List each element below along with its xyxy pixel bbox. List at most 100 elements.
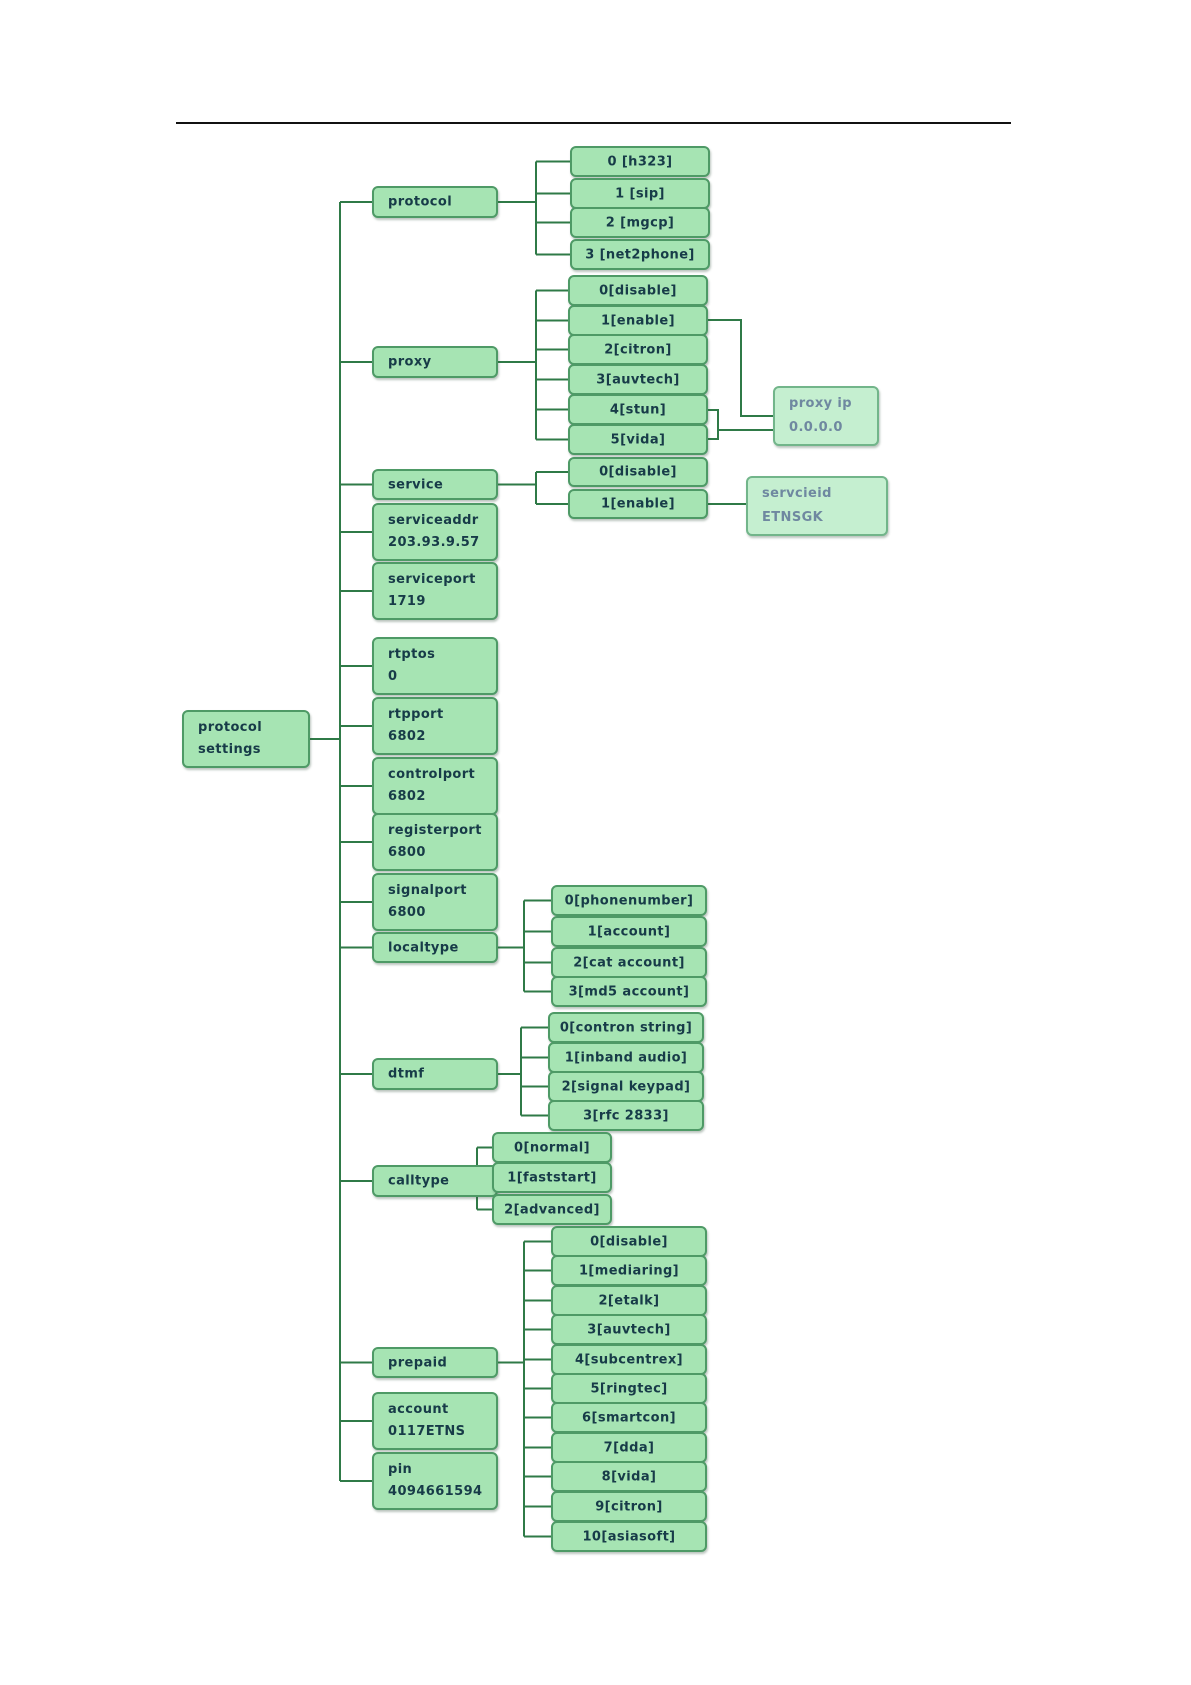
setting-node-controlport[interactable]: controlport 6802 — [372, 757, 498, 815]
node-label: 0[disable] — [599, 464, 677, 480]
node-value: 4094661594 — [388, 1484, 483, 1499]
setting-node-protocol[interactable]: protocol — [372, 186, 498, 218]
setting-node-service[interactable]: service — [372, 469, 498, 500]
node-label: protocol — [388, 194, 453, 210]
setting-node-signalport[interactable]: signalport 6800 — [372, 873, 498, 931]
node-label: 4[stun] — [609, 402, 667, 417]
option-prepaid-6[interactable]: 6[smartcon] — [551, 1402, 707, 1433]
option-proxy-3[interactable]: 3[auvtech] — [568, 364, 708, 395]
option-proxy-5[interactable]: 5[vida] — [568, 424, 708, 455]
node-label: 3[md5 account] — [568, 984, 690, 999]
node-label: calltype — [388, 1173, 450, 1189]
node-label: localtype — [388, 940, 459, 955]
option-protocol-2[interactable]: 2 [mgcp] — [570, 207, 710, 238]
node-label: 3[auvtech] — [596, 372, 680, 387]
node-value: 0.0.0.0 — [789, 420, 843, 435]
node-label: 1[enable] — [601, 313, 675, 328]
option-dtmf-1[interactable]: 1[inband audio] — [548, 1042, 704, 1073]
node-label: servcieid — [762, 486, 832, 501]
option-prepaid-2[interactable]: 2[etalk] — [551, 1285, 707, 1316]
node-label: 0[contron string] — [559, 1020, 693, 1035]
option-protocol-3[interactable]: 3 [net2phone] — [570, 239, 710, 270]
node-label: 2[etalk] — [598, 1293, 660, 1308]
option-proxy-4[interactable]: 4[stun] — [568, 394, 708, 425]
option-prepaid-10[interactable]: 10[asiasoft] — [551, 1521, 707, 1552]
node-label: 6[smartcon] — [582, 1410, 676, 1425]
option-prepaid-1[interactable]: 1[mediaring] — [551, 1255, 707, 1286]
node-label: controlport — [388, 767, 476, 782]
option-service-0[interactable]: 0[disable] — [568, 457, 708, 487]
option-prepaid-5[interactable]: 5[ringtec] — [551, 1373, 707, 1404]
node-label: 1 [sip] — [615, 186, 665, 201]
option-prepaid-7[interactable]: 7[dda] — [551, 1432, 707, 1463]
node-value: 0 — [388, 669, 398, 684]
node-value: 6802 — [388, 789, 426, 804]
node-label: 2[signal keypad] — [561, 1079, 691, 1094]
node-value: ETNSGK — [762, 510, 824, 525]
option-prepaid-8[interactable]: 8[vida] — [551, 1461, 707, 1492]
node-value: 6800 — [388, 905, 426, 920]
node-label: 1[faststart] — [507, 1170, 597, 1185]
node-label: 2[advanced] — [504, 1202, 600, 1217]
option-prepaid-4[interactable]: 4[subcentrex] — [551, 1344, 707, 1375]
node-label: 2[cat account] — [573, 955, 685, 970]
node-label: 0[normal] — [514, 1140, 590, 1155]
option-protocol-0[interactable]: 0 [h323] — [570, 146, 710, 177]
node-label: 5[ringtec] — [590, 1381, 668, 1396]
option-proxy-1[interactable]: 1[enable] — [568, 305, 708, 336]
node-value: 0117ETNS — [388, 1424, 466, 1439]
setting-node-dtmf[interactable]: dtmf — [372, 1058, 498, 1090]
node-label: protocol — [198, 720, 263, 735]
proxy-stun-vida-bracket — [708, 409, 719, 440]
node-value: 6800 — [388, 845, 426, 860]
option-proxy-0[interactable]: 0[disable] — [568, 275, 708, 306]
node-label: proxy — [388, 354, 432, 370]
node-label: proxy ip — [789, 396, 852, 411]
option-protocol-1[interactable]: 1 [sip] — [570, 178, 710, 209]
setting-node-prepaid[interactable]: prepaid — [372, 1347, 498, 1378]
node-label: signalport — [388, 883, 467, 898]
node-value: 1719 — [388, 594, 426, 609]
node-label: 9[citron] — [595, 1499, 663, 1514]
node-label: dtmf — [388, 1066, 425, 1082]
option-localtype-0[interactable]: 0[phonenumber] — [551, 885, 707, 916]
option-calltype-2[interactable]: 2[advanced] — [492, 1194, 612, 1225]
option-calltype-1[interactable]: 1[faststart] — [492, 1162, 612, 1193]
option-localtype-3[interactable]: 3[md5 account] — [551, 976, 707, 1007]
setting-node-account[interactable]: account 0117ETNS — [372, 1392, 498, 1450]
setting-node-calltype[interactable]: calltype — [372, 1165, 498, 1197]
option-prepaid-0[interactable]: 0[disable] — [551, 1226, 707, 1257]
option-prepaid-9[interactable]: 9[citron] — [551, 1491, 707, 1522]
node-label: 5[vida] — [610, 432, 666, 447]
option-localtype-1[interactable]: 1[account] — [551, 916, 707, 947]
option-dtmf-2[interactable]: 2[signal keypad] — [548, 1071, 704, 1102]
option-localtype-2[interactable]: 2[cat account] — [551, 947, 707, 978]
setting-node-localtype[interactable]: localtype — [372, 932, 498, 963]
setting-node-proxy[interactable]: proxy — [372, 346, 498, 378]
detail-proxy-ip[interactable]: proxy ip 0.0.0.0 — [773, 386, 879, 446]
option-dtmf-0[interactable]: 0[contron string] — [548, 1012, 704, 1043]
node-label: serviceport — [388, 572, 476, 587]
node-label: 3[auvtech] — [587, 1322, 671, 1337]
node-label: 0 [h323] — [607, 154, 673, 169]
node-label: 8[vida] — [601, 1469, 657, 1484]
option-prepaid-3[interactable]: 3[auvtech] — [551, 1314, 707, 1345]
option-proxy-2[interactable]: 2[citron] — [568, 334, 708, 365]
option-calltype-0[interactable]: 0[normal] — [492, 1132, 612, 1163]
option-dtmf-3[interactable]: 3[rfc 2833] — [548, 1100, 704, 1131]
node-label: 0[disable] — [590, 1234, 668, 1249]
node-label: 10[asiasoft] — [582, 1529, 676, 1544]
node-label: 3 [net2phone] — [585, 247, 695, 262]
node-label: 1[enable] — [601, 496, 675, 512]
option-service-1[interactable]: 1[enable] — [568, 489, 708, 519]
node-label: account — [388, 1402, 449, 1417]
node-label: 1[account] — [587, 924, 671, 939]
setting-node-serviceport[interactable]: serviceport 1719 — [372, 562, 498, 620]
